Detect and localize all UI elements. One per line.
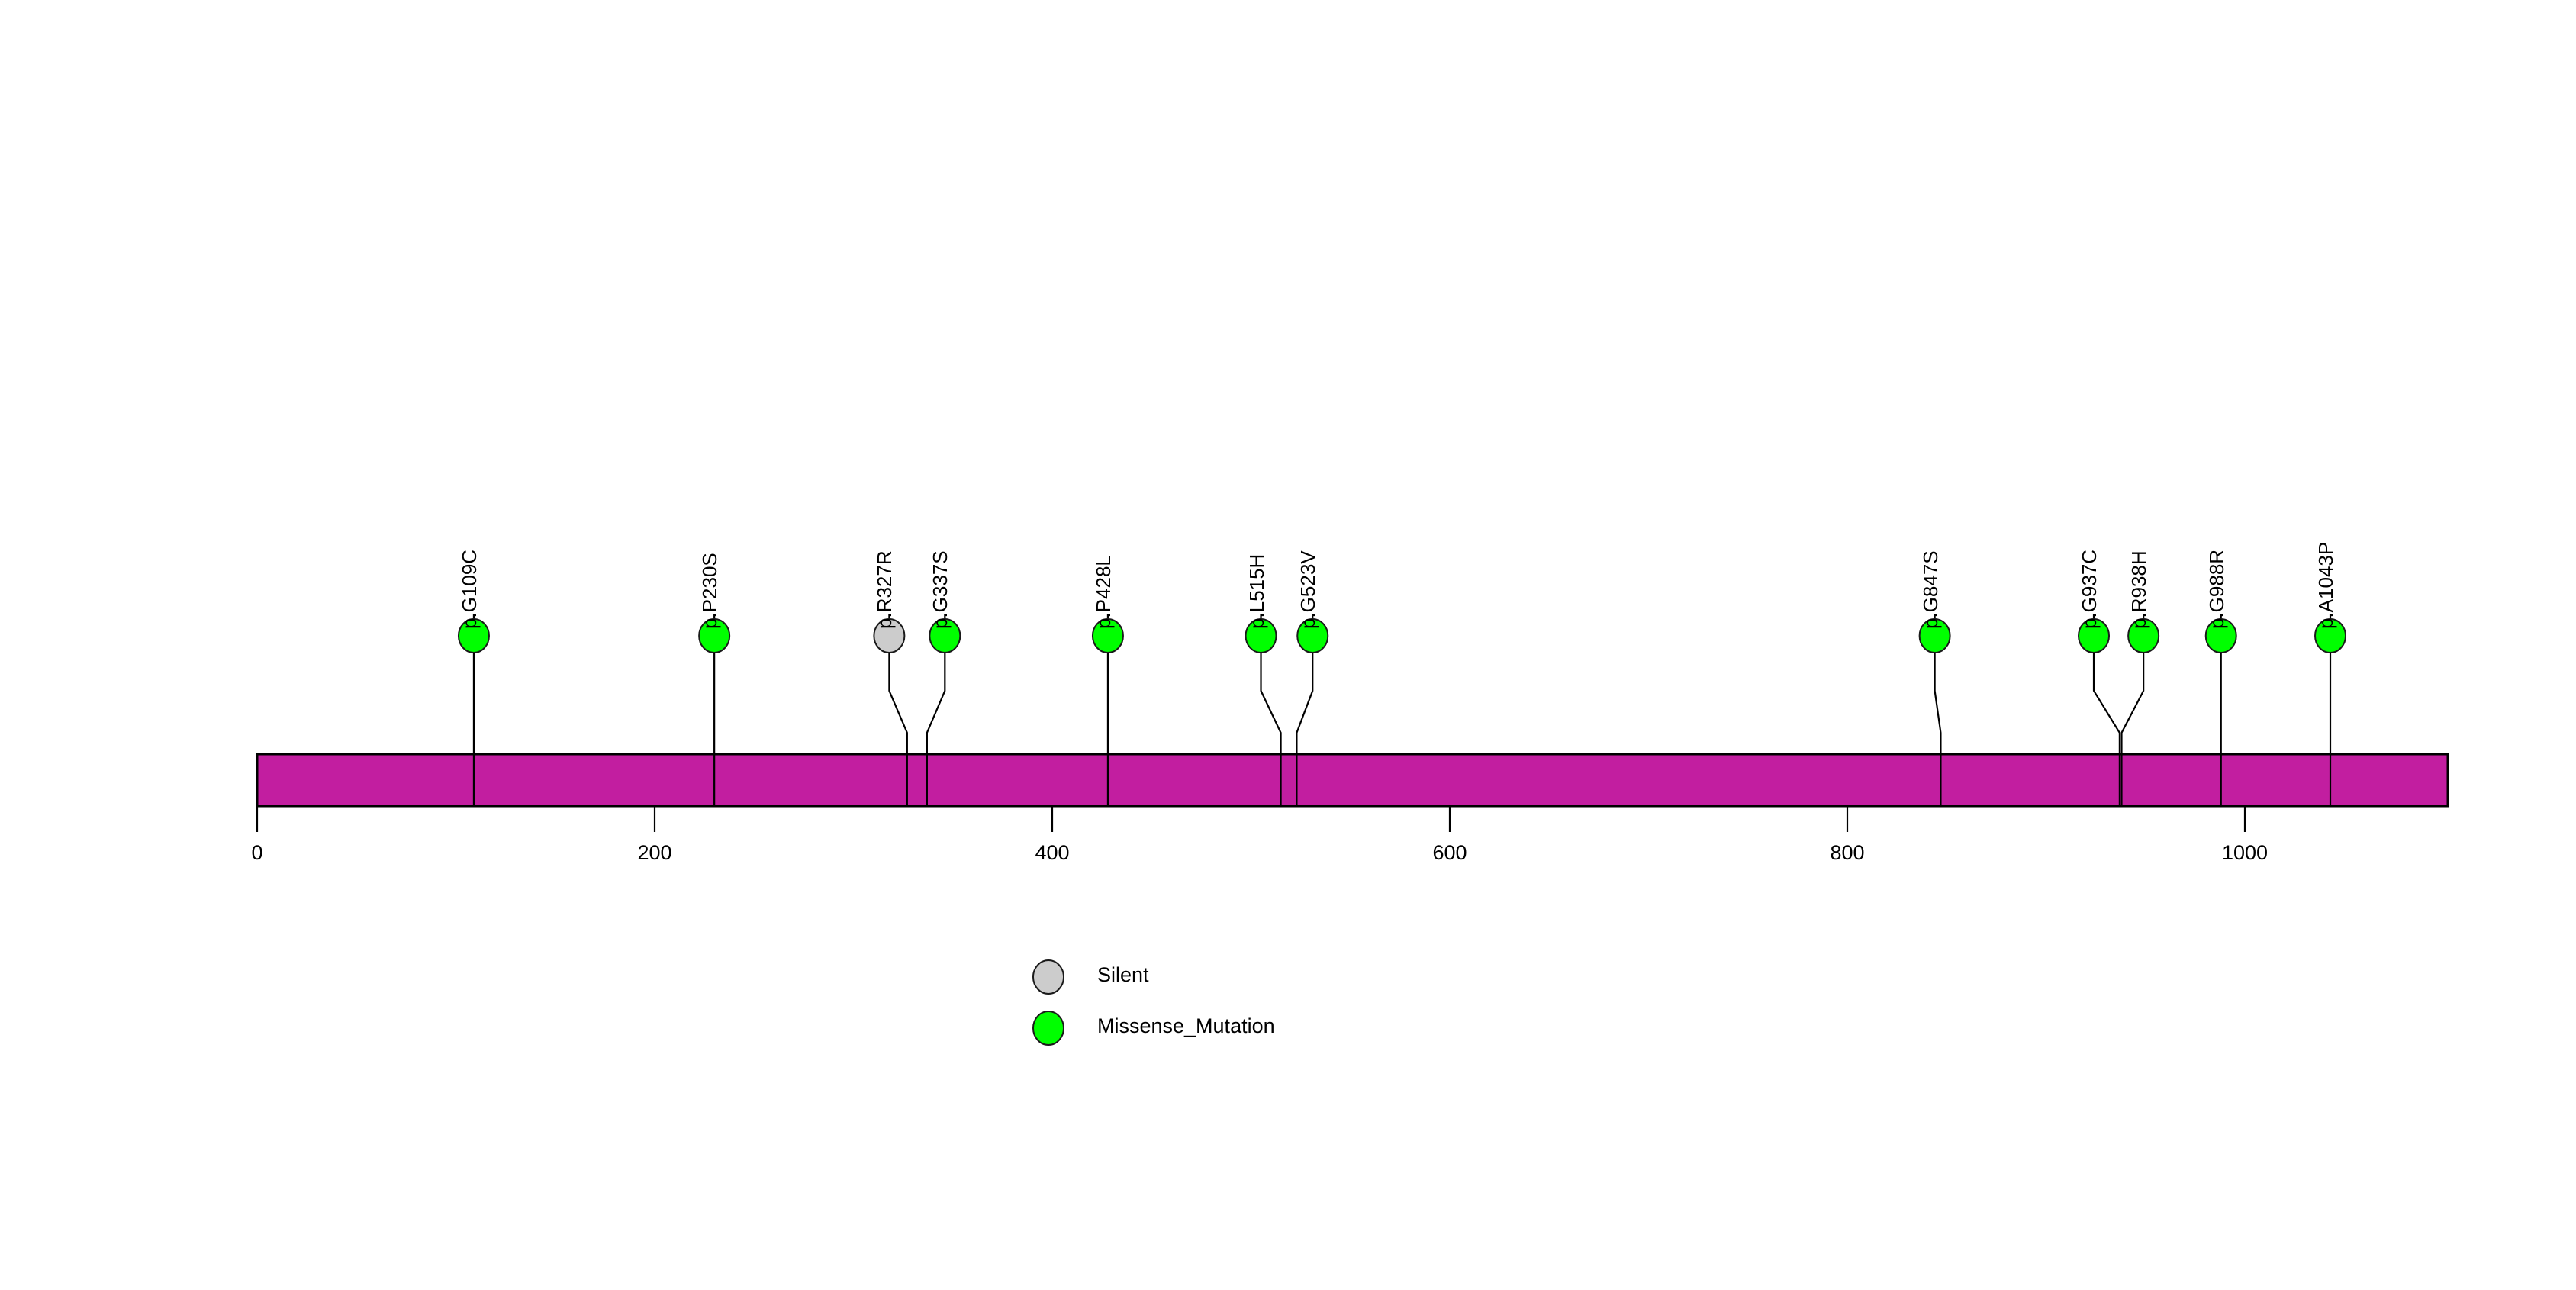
mutation-head-pg988r[interactable] [2204,618,2237,653]
mutation-head-pr327r[interactable] [873,618,906,653]
mutation-head-pg937c[interactable] [2078,618,2111,653]
mutation-label-pg109c: p.G109C [457,549,481,629]
axis-ticks-layer [256,806,2246,832]
mutation-label-pp428l: p.P428L [1091,555,1115,629]
mutation-label-pg847s: p.G847S [1918,550,1942,629]
mutation-label-pp230s: p.P230S [698,553,722,629]
mutation-stems-in-bar-layer [472,754,2332,806]
mutation-head-pg523v[interactable] [1296,618,1329,653]
mutation-head-pg109c[interactable] [457,618,490,653]
axis-tick-label-800: 800 [1830,841,1865,864]
axis-tick-label-200: 200 [637,841,672,864]
mutation-head-pr938h[interactable] [2127,618,2160,653]
mutation-head-pl515h[interactable] [1245,618,1277,653]
axis-tick-label-600: 600 [1432,841,1467,864]
mutation-heads-layer [457,618,2347,653]
legend-marker-missense_mutation[interactable] [1032,1011,1064,1046]
mutation-head-pg337s[interactable] [929,618,961,653]
mutation-stem [2120,636,2145,754]
axis-tick-label-0: 0 [251,841,263,864]
mutation-label-pa1043p: p.A1043P [2314,541,2337,629]
mutation-stem [1296,636,1314,754]
mutation-label-pg988r: p.G988R [2204,549,2228,629]
legend-label-silent: Silent [1097,963,1149,986]
mutation-stem [2092,636,2120,754]
legend-markers-layer [1032,959,1064,1046]
mutation-head-pg847s[interactable] [1918,618,1951,653]
mutation-label-pl515h: p.L515H [1245,553,1268,629]
mutation-label-pg523v: p.G523V [1296,550,1320,629]
mutation-label-pr327r: p.R327R [873,550,897,629]
mutation-label-pg937c: p.G937C [2078,549,2101,629]
protein-backbone-bar [256,753,2449,808]
mutation-head-pp428l[interactable] [1091,618,1124,653]
legend-label-missense_mutation: Missense_Mutation [1097,1014,1275,1037]
legend-marker-silent[interactable] [1032,959,1064,995]
mutation-head-pp230s[interactable] [698,618,731,653]
mutation-stem [1934,636,1942,754]
axis-tick-label-1000: 1000 [2221,841,2268,864]
mutation-label-pg337s: p.G337S [929,550,952,629]
mutation-head-pa1043p[interactable] [2314,618,2347,653]
mutation-stem [926,636,946,754]
mutation-stem [1260,636,1282,754]
mutation-label-pr938h: p.R938H [2127,550,2151,629]
mutation-stem [888,636,908,754]
mutation-stems-layer [472,614,2332,754]
axis-tick-label-400: 400 [1035,841,1070,864]
